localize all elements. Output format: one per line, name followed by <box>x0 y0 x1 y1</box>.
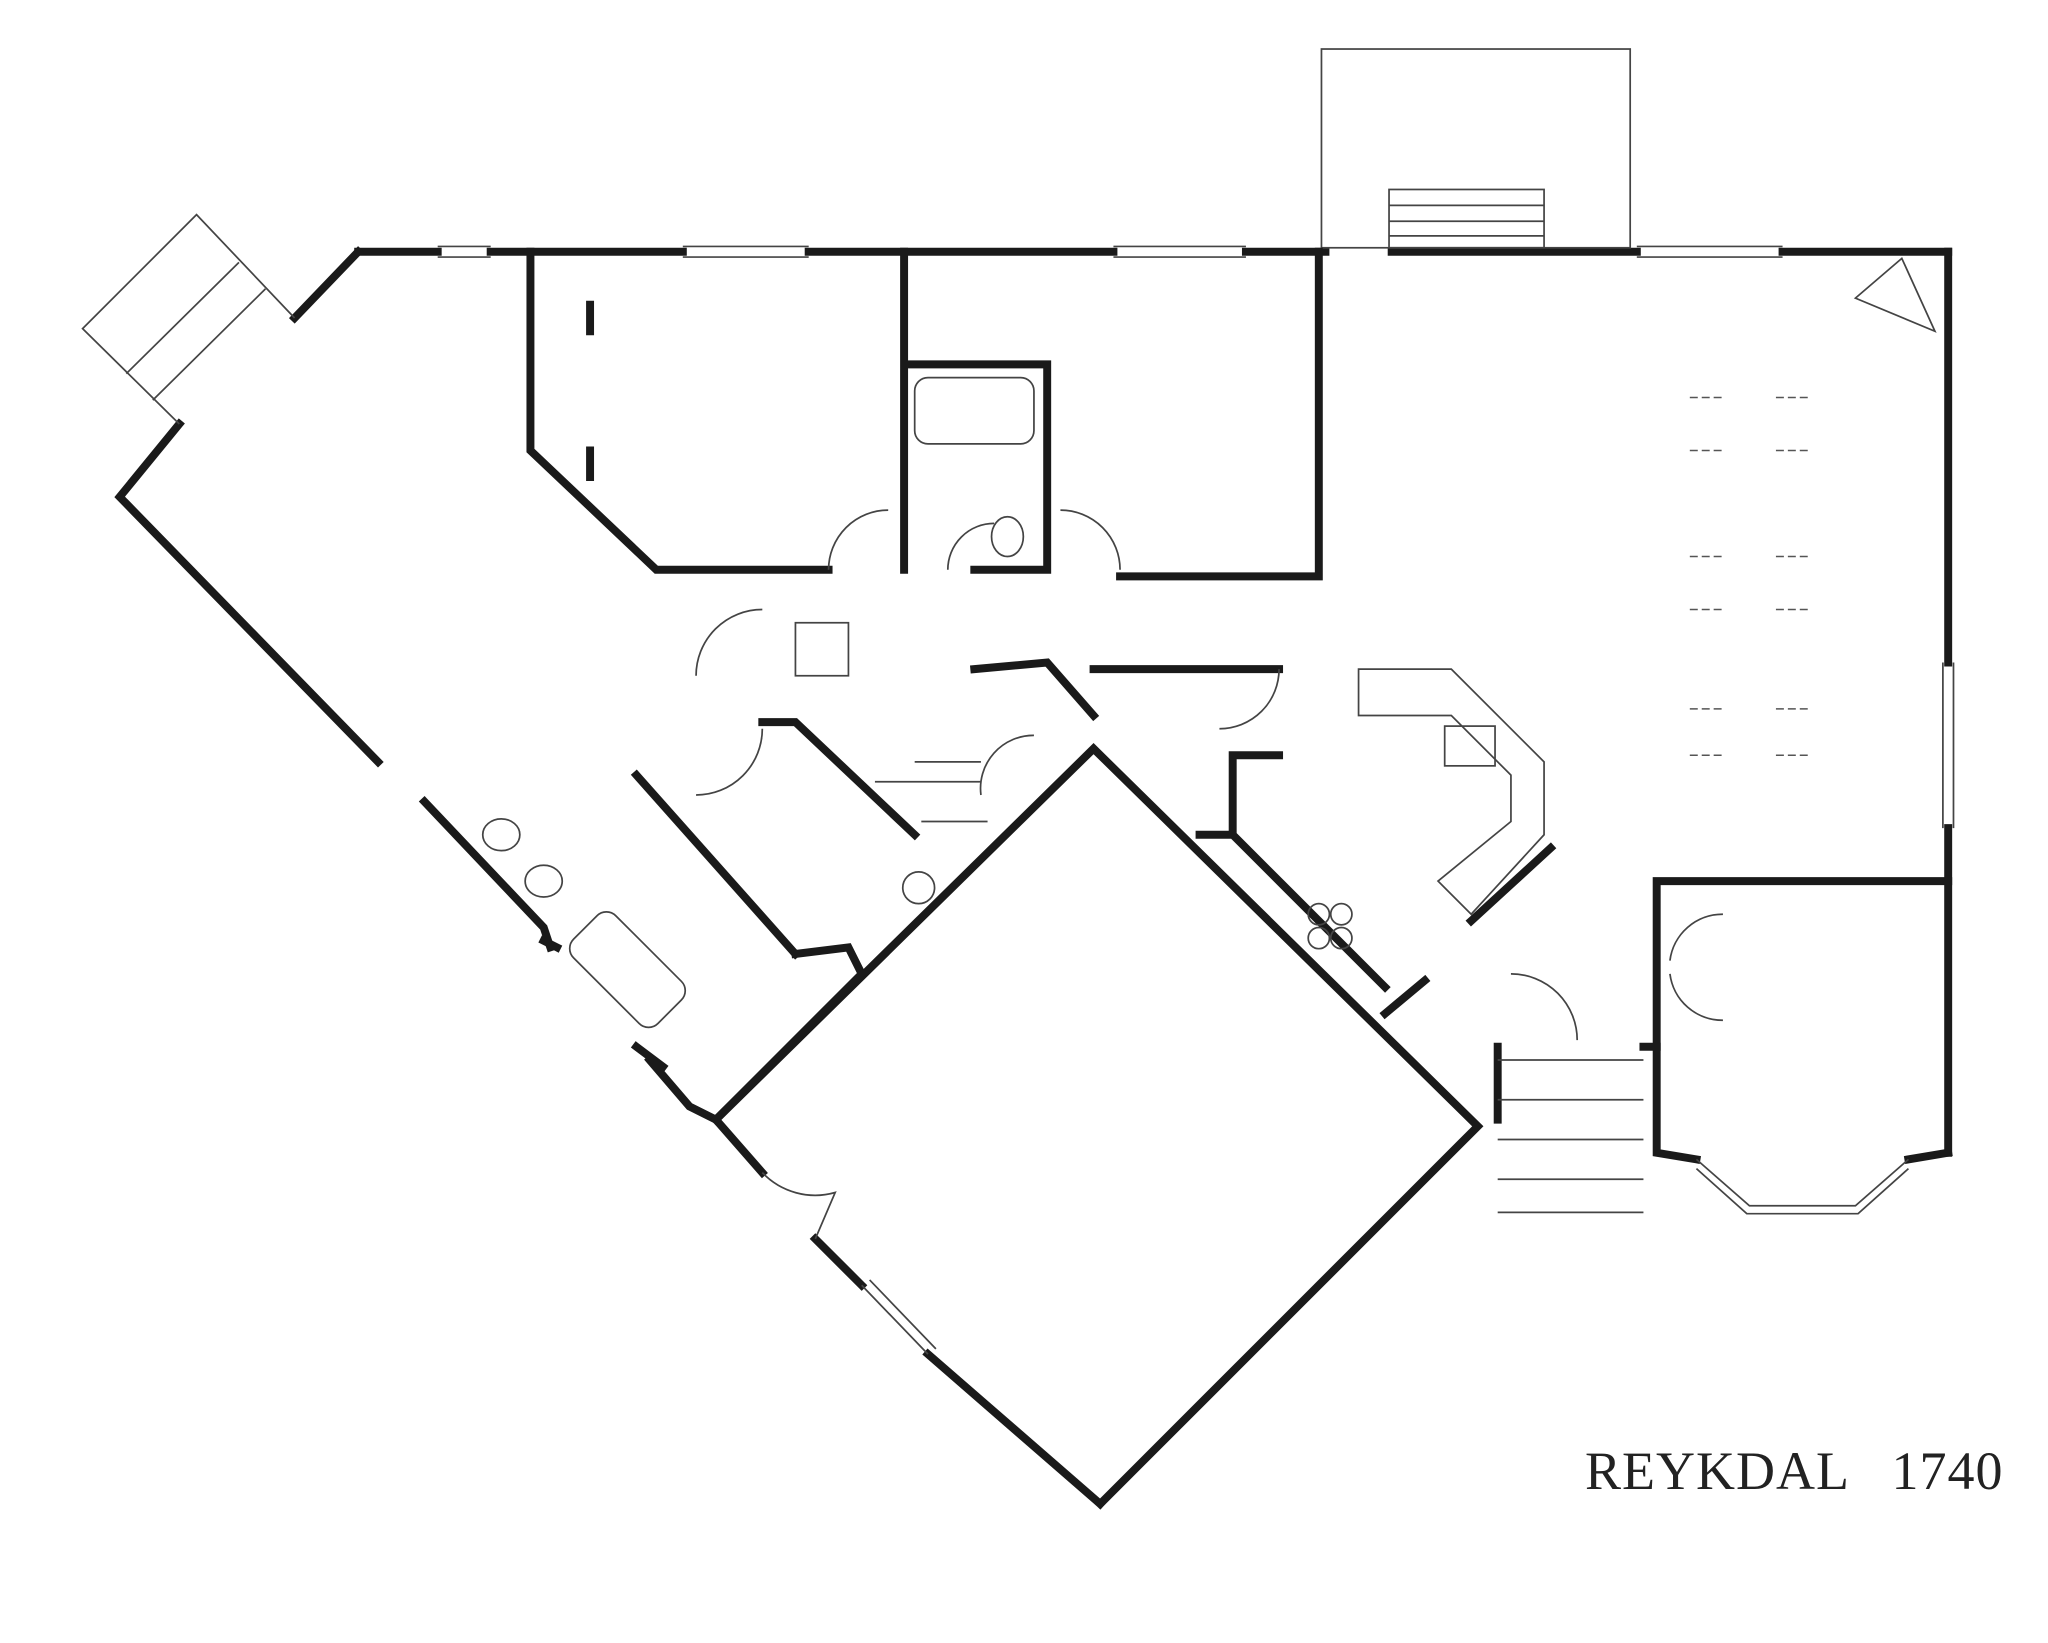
interior-walls <box>526 247 1661 1126</box>
fixtures <box>481 256 1937 1214</box>
deck <box>81 48 1632 425</box>
door-swings <box>695 509 1723 1240</box>
plan-name: REYKDAL <box>1585 1441 1848 1501</box>
plan-number: 1740 <box>1891 1441 2004 1501</box>
plan-title: REYKDAL 1740 <box>1585 1440 2003 1502</box>
exterior-walls <box>114 245 1955 1510</box>
